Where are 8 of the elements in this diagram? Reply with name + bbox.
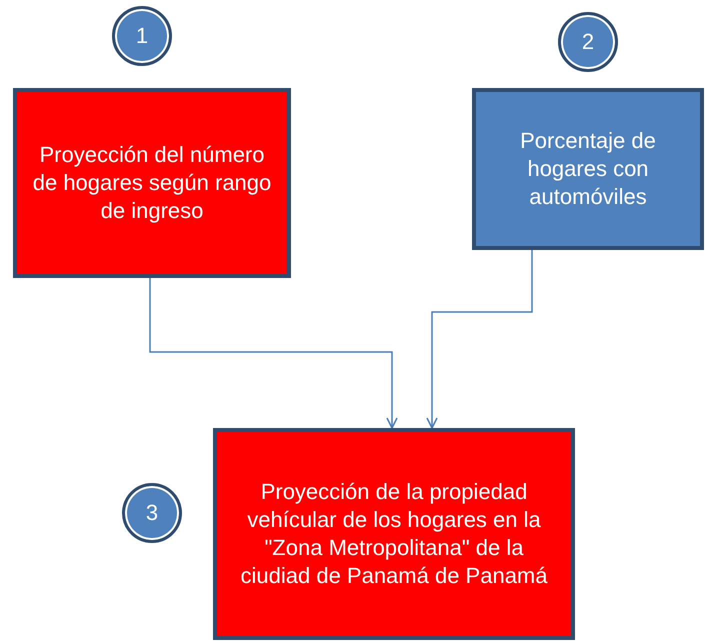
process-box: Porcentaje de hogares con automóviles bbox=[472, 88, 704, 250]
number-circle: 1 bbox=[112, 6, 172, 66]
number-circle: 2 bbox=[558, 12, 618, 72]
process-box: Proyección de la propiedad vehícular de los hogares en la "Zona Metropolitana" de la ciudiad de Panamá de Panamá bbox=[213, 428, 575, 640]
arrow bbox=[149, 278, 398, 429]
arrow bbox=[426, 250, 533, 429]
number-circle: 3 bbox=[122, 483, 182, 543]
process-box: Proyección del número de hogares según rango de ingreso bbox=[13, 88, 291, 278]
